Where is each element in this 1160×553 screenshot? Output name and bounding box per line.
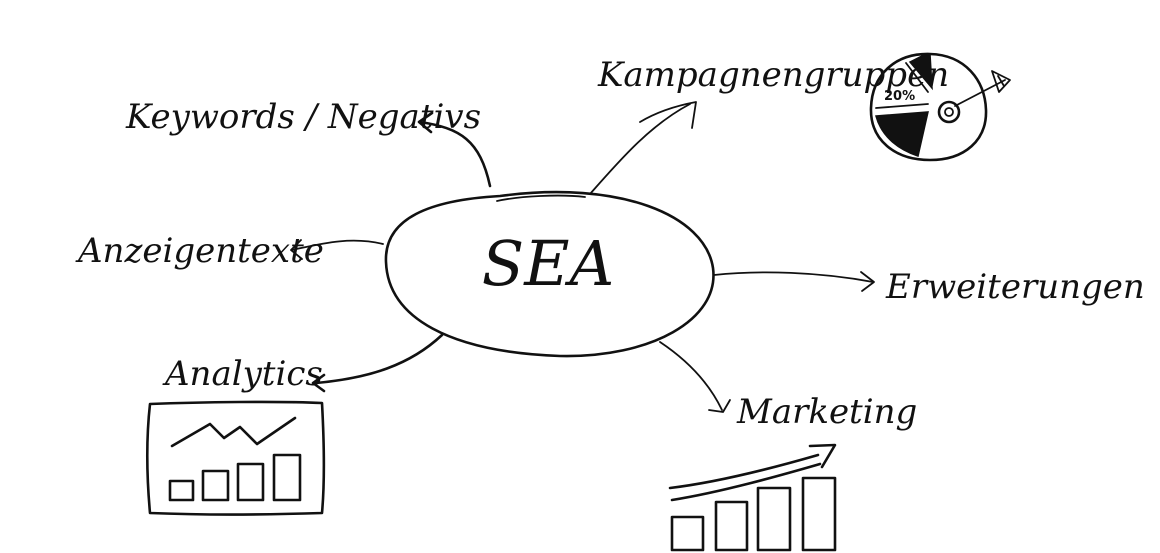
label-anzeigen: Anzeigentexte — [75, 231, 324, 271]
connector-erweiterungen — [713, 271, 875, 292]
connector-anzeigen — [290, 239, 384, 260]
label-erweiterungen: Erweiterungen — [885, 267, 1145, 307]
center-node: SEA — [384, 190, 715, 358]
label-kampagnen: Kampagnengruppen — [597, 55, 949, 95]
label-analytics: Analytics — [162, 354, 323, 394]
marketing-icon — [668, 443, 837, 552]
label-marketing: Marketing — [736, 392, 917, 432]
connector-keywords — [417, 111, 492, 188]
label-keywords: Keywords / Negativs — [125, 97, 481, 137]
connector-analytics — [311, 333, 444, 393]
center-label: SEA — [482, 227, 615, 300]
analytics-icon — [146, 400, 326, 516]
connector-kampagnen — [589, 101, 697, 195]
connector-marketing — [659, 341, 731, 413]
pie-target-icon: 20% — [869, 52, 1011, 162]
pie-percent-label: 20% — [884, 89, 915, 104]
